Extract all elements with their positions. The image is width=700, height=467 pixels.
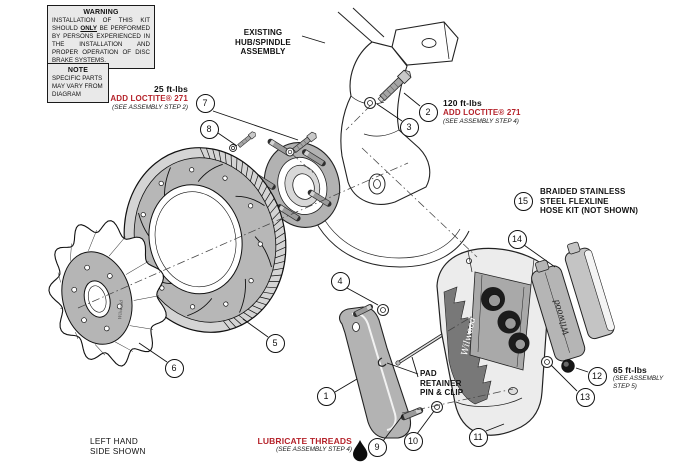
caliper-fins: [443, 286, 492, 405]
note-box: NOTE SPECIFIC PARTS MAY VARY FROM DIAGRA…: [47, 63, 109, 104]
hub-spindle-label: EXISTING HUB/SPINDLE ASSEMBLY: [235, 28, 291, 57]
callout-4: 4: [330, 271, 350, 291]
callout-11: 11: [468, 427, 488, 447]
warning-body: INSTALLATION OF THIS KIT SHOULD ONLY BE …: [52, 17, 150, 65]
callout-12: 12: [587, 366, 607, 386]
callout-13: 13: [575, 387, 595, 407]
caliper: Wilwood: [436, 247, 550, 436]
lubricant-drop-icon: [353, 440, 368, 462]
rotor: [123, 147, 287, 333]
note-title: NOTE: [67, 67, 89, 74]
bracket-stud-lower: [400, 407, 424, 421]
hat-spokes: [57, 230, 159, 356]
rotor-vane-band: [199, 147, 286, 330]
pad-retainer-label: PAD RETAINER PIN & CLIP: [420, 369, 464, 398]
loctite-note: ADD LOCTITE® 271: [443, 108, 521, 118]
hose-kit-label: BRAIDED STAINLESS STEEL FLEXLINE HOSE KI…: [540, 187, 639, 216]
rotor-hat: Wilwood: [48, 220, 167, 367]
torque-note-120: 120 ft-lbs ADD LOCTITE® 271 (SEE ASSEMBL…: [443, 98, 521, 125]
lubricate-label: LUBRICATE THREADS (SEE ASSEMBLY STEP 4): [257, 436, 352, 454]
washers: [229, 97, 575, 413]
callout-5: 5: [265, 333, 285, 353]
bracket-bolt-small: [237, 131, 256, 148]
callout-7: 7: [195, 93, 215, 113]
bracket-bolt: [290, 131, 317, 154]
caliper-mount-lug: [508, 387, 518, 395]
caliper-bracket: [339, 304, 424, 439]
note-body: SPECIFIC PARTS MAY VARY FROM DIAGRAM: [52, 75, 103, 99]
callout-6: 6: [164, 358, 184, 378]
bracket-stud-upper: [353, 304, 373, 317]
caliper-pistons: [481, 287, 530, 354]
spindle-bolt-upper: [377, 69, 412, 103]
pad-retainer-pin: [377, 330, 448, 367]
callout-3: 3: [399, 117, 419, 137]
center-lines: [77, 104, 514, 414]
callout-8: 8: [199, 119, 219, 139]
orientation-note: LEFT HAND SIDE SHOWN: [90, 437, 146, 456]
callout-14: 14: [507, 229, 527, 249]
callout-15: 15: [513, 191, 533, 211]
torque-note-65: 65 ft-lbs (SEE ASSEMBLY STEP 5): [613, 365, 664, 390]
spindle-assembly: [304, 7, 470, 268]
callout-1: 1: [316, 386, 336, 406]
callout-10: 10: [403, 431, 423, 451]
callout-2: 2: [418, 102, 438, 122]
brake-pads: Wilwood: [531, 241, 615, 362]
hat-brand-stamp: Wilwood: [117, 299, 125, 319]
warning-title: WARNING: [83, 9, 119, 16]
warning-box: WARNING INSTALLATION OF THIS KIT SHOULD …: [47, 5, 155, 70]
leader-lines: [138, 35, 589, 442]
pad-retainer-clip: [377, 357, 387, 367]
loctite-note: ADD LOCTITE® 271: [110, 94, 188, 104]
hat-bolt-holes: [71, 264, 123, 332]
callout-9: 9: [367, 437, 387, 457]
bleed-screw: [465, 257, 472, 264]
torque-note-25: 25 ft-lbs ADD LOCTITE® 271 (SEE ASSEMBLY…: [98, 84, 188, 111]
